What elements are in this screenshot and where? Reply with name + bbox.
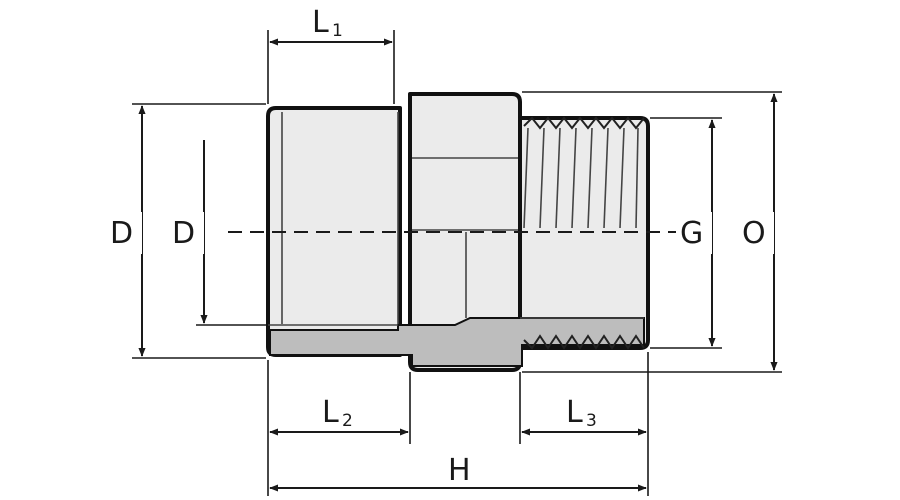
thread-helix-lines (523, 127, 639, 229)
label-l2: L (322, 395, 339, 430)
label-l3: L (566, 395, 583, 430)
label-d-outer: D (110, 216, 133, 251)
label-l1: L (312, 5, 329, 40)
hex-body (408, 92, 522, 372)
socket-body (266, 106, 402, 357)
label-bg-g (676, 212, 712, 254)
fitting-body (228, 92, 676, 372)
label-l2-subscript: 2 (342, 411, 353, 431)
label-bg-d-outer (106, 212, 142, 254)
label-d-inner: D (172, 216, 195, 251)
thread-top-profile (523, 116, 645, 130)
label-bg-d-inner (168, 212, 204, 254)
label-g: G (680, 216, 703, 251)
label-o: O (742, 216, 766, 251)
label-l1-subscript: 1 (332, 21, 343, 41)
thread-bottom-profile (523, 334, 645, 350)
label-h: H (448, 453, 471, 488)
label-l3-subscript: 3 (586, 411, 597, 431)
label-bg-o (738, 212, 774, 254)
